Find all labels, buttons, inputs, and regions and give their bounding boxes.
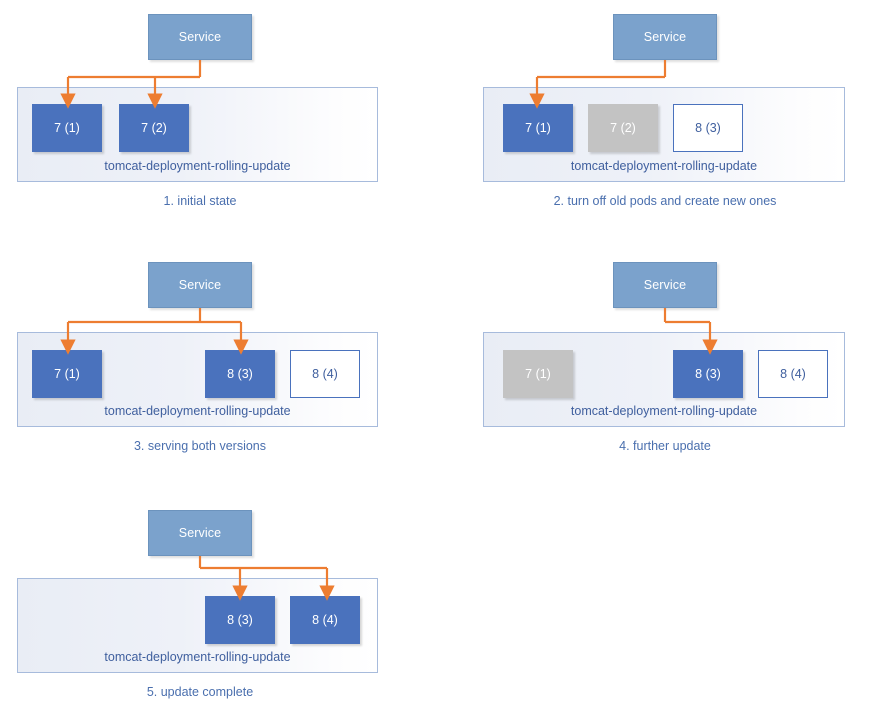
panel-4-pod-2: 8 (4) (758, 350, 828, 398)
pod-label: 7 (2) (141, 120, 167, 135)
panel-2-caption: 2. turn off old pods and create new ones (553, 194, 777, 208)
panel-1-pod-0: 7 (1) (32, 104, 102, 152)
service-label: Service (643, 277, 687, 292)
panel-4-pod-1: 8 (3) (673, 350, 743, 398)
pod-label: 8 (4) (312, 612, 338, 627)
pod-label: 7 (1) (54, 120, 80, 135)
panel-5-service-box: Service (148, 510, 252, 556)
pod-label: 8 (4) (780, 366, 806, 381)
service-label: Service (178, 277, 222, 292)
deployment-name-label: tomcat-deployment-rolling-update (570, 404, 758, 418)
panel-3-service-box: Service (148, 262, 252, 308)
panel-5-pod-0: 8 (3) (205, 596, 275, 644)
pod-label: 7 (1) (525, 120, 551, 135)
panel-2-pod-0: 7 (1) (503, 104, 573, 152)
panel-4-caption: 4. further update (619, 439, 711, 453)
panel-3-pod-2: 8 (4) (290, 350, 360, 398)
panel-2-pod-1: 7 (2) (588, 104, 658, 152)
panel-1-caption: 1. initial state (163, 194, 237, 208)
panel-4-service-box: Service (613, 262, 717, 308)
panel-5-caption: 5. update complete (146, 685, 254, 699)
deployment-name-label: tomcat-deployment-rolling-update (104, 650, 291, 664)
pod-label: 8 (3) (695, 366, 721, 381)
pod-label: 8 (3) (695, 120, 721, 135)
pod-label: 7 (1) (54, 366, 80, 381)
service-label: Service (178, 525, 222, 540)
pod-label: 8 (4) (312, 366, 338, 381)
panel-3-pod-1: 8 (3) (205, 350, 275, 398)
panel-2-service-box: Service (613, 14, 717, 60)
panel-1-service-box: Service (148, 14, 252, 60)
panel-5-pod-1: 8 (4) (290, 596, 360, 644)
panel-3-pod-0: 7 (1) (32, 350, 102, 398)
pod-label: 8 (3) (227, 612, 253, 627)
pod-label: 8 (3) (227, 366, 253, 381)
deployment-name-label: tomcat-deployment-rolling-update (104, 159, 291, 173)
deployment-name-label: tomcat-deployment-rolling-update (104, 404, 291, 418)
panel-4-pod-0: 7 (1) (503, 350, 573, 398)
service-label: Service (178, 29, 222, 44)
service-label: Service (643, 29, 687, 44)
panel-2-pod-2: 8 (3) (673, 104, 743, 152)
panel-3-caption: 3. serving both versions (133, 439, 266, 453)
pod-label: 7 (2) (610, 120, 636, 135)
panel-1-pod-1: 7 (2) (119, 104, 189, 152)
pod-label: 7 (1) (525, 366, 551, 381)
deployment-name-label: tomcat-deployment-rolling-update (570, 159, 758, 173)
